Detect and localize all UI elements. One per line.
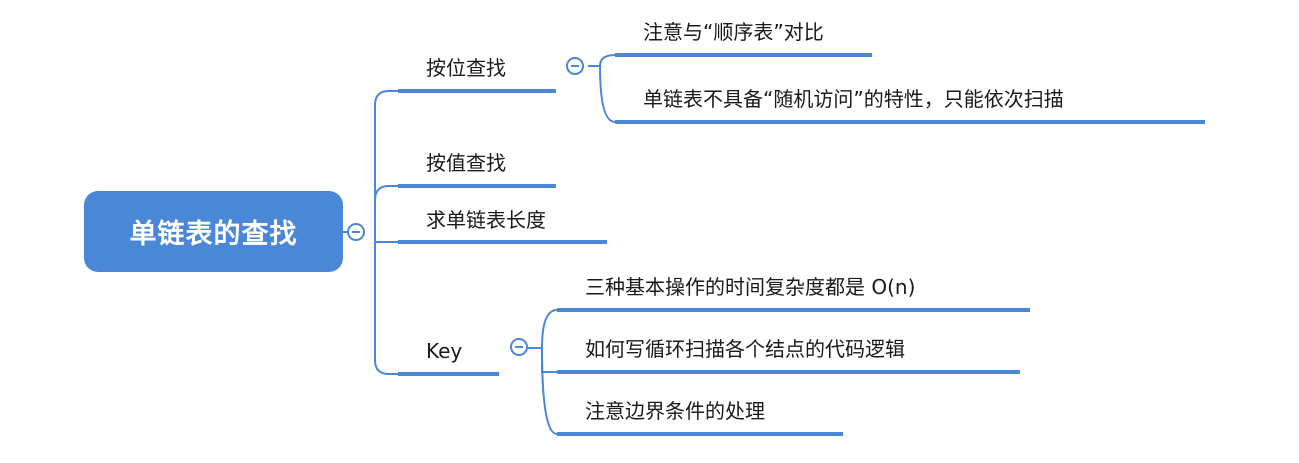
underline-leaf-1-1 xyxy=(615,53,872,57)
branch-topic-by-position[interactable]: 按位查找 xyxy=(426,56,506,80)
connector-branch-1 xyxy=(374,90,398,106)
leaf-topic-no-random-access[interactable]: 单链表不具备“随机访问”的特性，只能依次扫描 xyxy=(643,87,1064,111)
underline-branch-4 xyxy=(398,372,499,376)
underline-branch-3 xyxy=(398,240,607,244)
connector-leaf-4-3 xyxy=(541,347,558,435)
leaf-topic-compare[interactable]: 注意与“顺序表”对比 xyxy=(643,20,824,44)
root-topic-label: 单链表的查找 xyxy=(129,219,298,250)
underline-leaf-4-1 xyxy=(557,308,1030,312)
connector-leaf-1-1 xyxy=(599,54,616,67)
underline-branch-1 xyxy=(398,89,556,93)
collapse-root-icon[interactable] xyxy=(347,223,365,241)
underline-leaf-1-2 xyxy=(615,120,1205,124)
branch-topic-by-value[interactable]: 按值查找 xyxy=(426,151,506,175)
connector-branch-4 xyxy=(374,359,398,375)
underline-leaf-4-3 xyxy=(557,432,843,436)
collapse-branch-4-icon[interactable] xyxy=(510,338,528,356)
underline-branch-2 xyxy=(398,184,556,188)
leaf-topic-complexity[interactable]: 三种基本操作的时间复杂度都是 O(n) xyxy=(585,275,916,299)
branch-topic-key[interactable]: Key xyxy=(426,339,463,363)
underline-leaf-4-2 xyxy=(557,370,1020,374)
leaf-topic-boundary[interactable]: 注意边界条件的处理 xyxy=(585,399,765,423)
branch-topic-length[interactable]: 求单链表长度 xyxy=(426,208,546,232)
connector-leaf-4-1 xyxy=(541,309,558,349)
connector-leaf-1-2 xyxy=(599,65,616,123)
leaf-topic-loop-logic[interactable]: 如何写循环扫描各个结点的代码逻辑 xyxy=(585,337,905,361)
connector-leaf-4-2 xyxy=(541,348,557,373)
collapse-branch-1-icon[interactable] xyxy=(566,57,584,75)
root-topic[interactable]: 单链表的查找 xyxy=(84,191,343,272)
connector-branch-2 xyxy=(374,185,398,201)
